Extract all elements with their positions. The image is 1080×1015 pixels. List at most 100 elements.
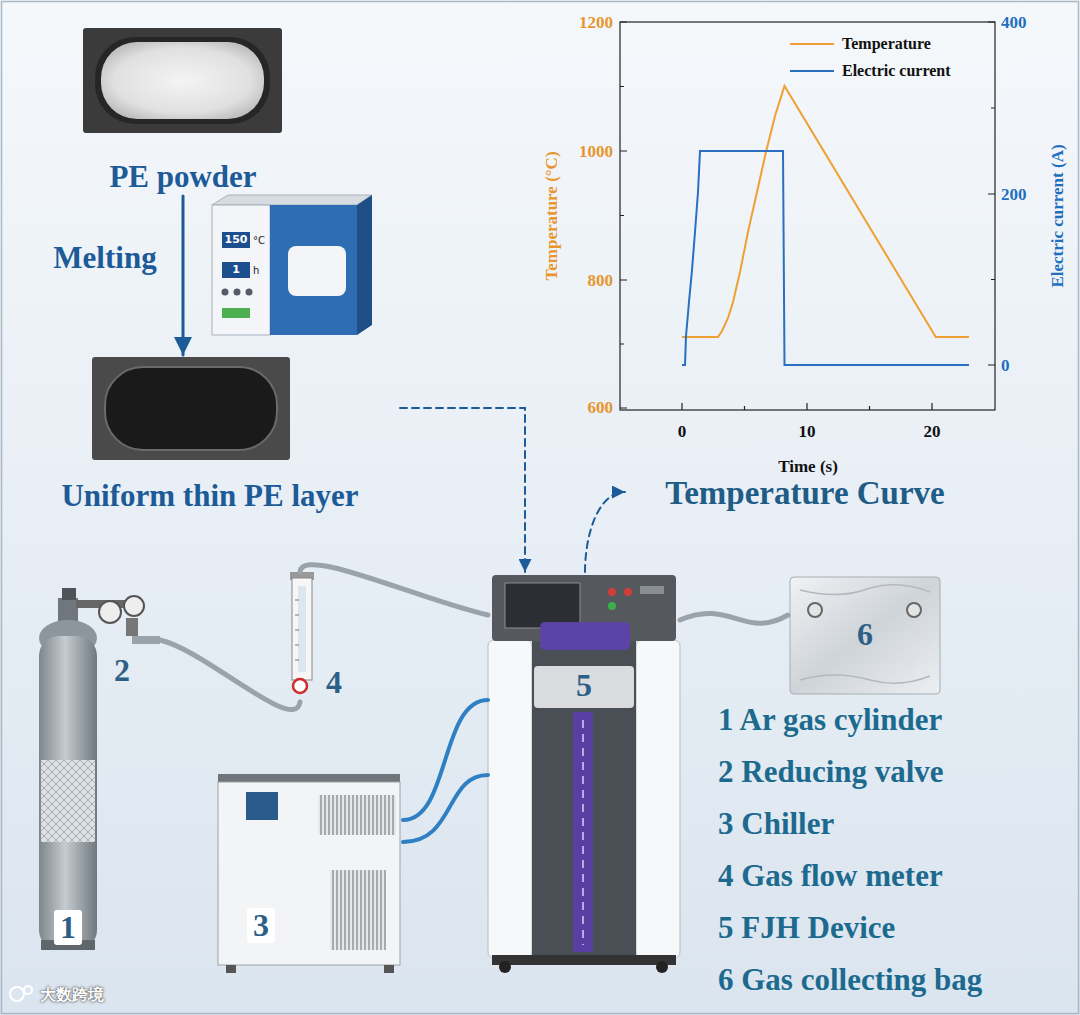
chiller-part xyxy=(318,795,396,835)
fjh-device-part xyxy=(636,640,680,958)
chiller-part xyxy=(218,782,400,965)
gas-cylinder xyxy=(39,588,97,950)
tick-label: 400 xyxy=(1001,14,1027,33)
connector xyxy=(403,700,488,820)
tick-label: 800 xyxy=(588,272,614,291)
connector xyxy=(160,640,300,710)
oven-icon-part xyxy=(288,246,346,296)
oven-icon-part xyxy=(222,289,229,296)
chiller-part xyxy=(218,774,400,782)
gas-bag-part xyxy=(907,603,921,617)
chart-title: Temperature Curve xyxy=(665,475,945,511)
chart-part xyxy=(620,22,995,410)
callout-number: 6 xyxy=(857,617,873,652)
pe-powder-photo-part xyxy=(95,37,270,124)
oven-icon xyxy=(212,195,372,335)
fjh-device-part xyxy=(640,586,664,594)
valve-part: 2 xyxy=(100,595,160,690)
fjh-device xyxy=(488,575,680,973)
tick-label: 200 xyxy=(1001,186,1027,205)
flow-meter-part xyxy=(298,586,306,672)
parts-list-item: 2 Reducing valve xyxy=(718,755,944,789)
gas-bag xyxy=(790,577,940,694)
gas-cylinder-part xyxy=(62,588,76,600)
fjh-device-part xyxy=(608,602,616,610)
fjh-device-part xyxy=(505,583,580,628)
gas-bag-part xyxy=(800,585,930,683)
fjh-device-part xyxy=(656,961,668,973)
chiller-part xyxy=(384,965,394,973)
watermark-icon-part xyxy=(24,986,32,994)
callout-number: 3 xyxy=(247,908,275,943)
chart-part xyxy=(682,403,932,410)
bag-part: 6 xyxy=(788,573,942,697)
connector xyxy=(400,408,525,572)
fjh-device-part xyxy=(540,622,630,650)
axis-title: Temperature (°C) xyxy=(543,151,562,280)
parts-list-item: 1 Ar gas cylinder xyxy=(718,703,942,737)
chiller xyxy=(218,774,400,973)
oven-icon-part xyxy=(222,262,250,278)
tick-label: 1000 xyxy=(579,143,613,162)
watermark: 大数跨境 xyxy=(40,986,104,1004)
pe-layer-photo-part xyxy=(105,367,277,450)
callout-number: 1 xyxy=(54,910,82,945)
oven-icon-part xyxy=(212,205,270,335)
callout-number: 4 xyxy=(326,665,342,700)
connector xyxy=(403,775,488,842)
fjh-device-part xyxy=(582,720,584,945)
connector xyxy=(680,613,788,623)
fjh-device-part xyxy=(534,666,634,708)
legend-text: Temperature xyxy=(842,35,931,53)
flow-meter xyxy=(290,572,314,693)
photo-panel: Uniform thin PE layer xyxy=(20,355,400,517)
panel-label: Uniform thin PE layer xyxy=(61,479,358,513)
cylinder-part: 1 xyxy=(30,585,106,955)
unit-text: °C xyxy=(253,235,265,246)
tick-label: 600 xyxy=(588,399,614,418)
parts-list-item: 4 Gas flow meter xyxy=(718,859,943,893)
photo-panel: PE powder xyxy=(60,26,306,196)
pe-powder-photo-part xyxy=(83,28,282,133)
tick-label: 0 xyxy=(1001,357,1010,376)
gas-cylinder-part xyxy=(58,598,78,622)
fjh-device-part xyxy=(608,588,616,596)
reducing-valve-part xyxy=(124,596,144,616)
oven-icon-part xyxy=(357,195,372,335)
chart xyxy=(620,22,995,410)
fjh-device-part xyxy=(488,640,532,958)
parts-list-item: 3 Chiller xyxy=(718,807,834,841)
gas-bag-part xyxy=(790,577,940,694)
edge-label: Melting xyxy=(53,241,156,275)
oven-icon-part xyxy=(222,308,250,318)
flow-meter-part xyxy=(295,600,299,660)
axis-title: Time (s) xyxy=(778,458,838,477)
fjh-device-part xyxy=(499,961,511,973)
oven-icon-part xyxy=(222,232,250,248)
pe-powder-photo xyxy=(83,28,282,133)
gas-cylinder-part xyxy=(41,760,95,842)
watermark-icon xyxy=(10,986,32,1001)
parts-list-item: 5 FJH Device xyxy=(718,911,895,945)
callout-number: 5 xyxy=(576,668,592,703)
chart-part xyxy=(682,86,969,337)
reducing-valve-part xyxy=(99,601,121,623)
chiller-part xyxy=(330,870,386,950)
pe-layer-photo xyxy=(92,357,290,460)
oven-icon-part xyxy=(212,195,372,205)
connector xyxy=(182,196,185,355)
flow-meter-part xyxy=(292,578,312,680)
device-part: 5 xyxy=(488,572,680,975)
display-text: 150 xyxy=(225,234,248,246)
fjh-device-part xyxy=(532,640,636,958)
gas-cylinder-part xyxy=(39,636,97,950)
unit-text: h xyxy=(253,265,259,276)
legend-text: Electric current xyxy=(842,62,951,80)
connector xyxy=(585,492,625,572)
oven-icon-part xyxy=(270,205,357,335)
parts-list-item: 6 Gas collecting bag xyxy=(718,963,982,997)
panel-label: PE powder xyxy=(109,160,256,194)
